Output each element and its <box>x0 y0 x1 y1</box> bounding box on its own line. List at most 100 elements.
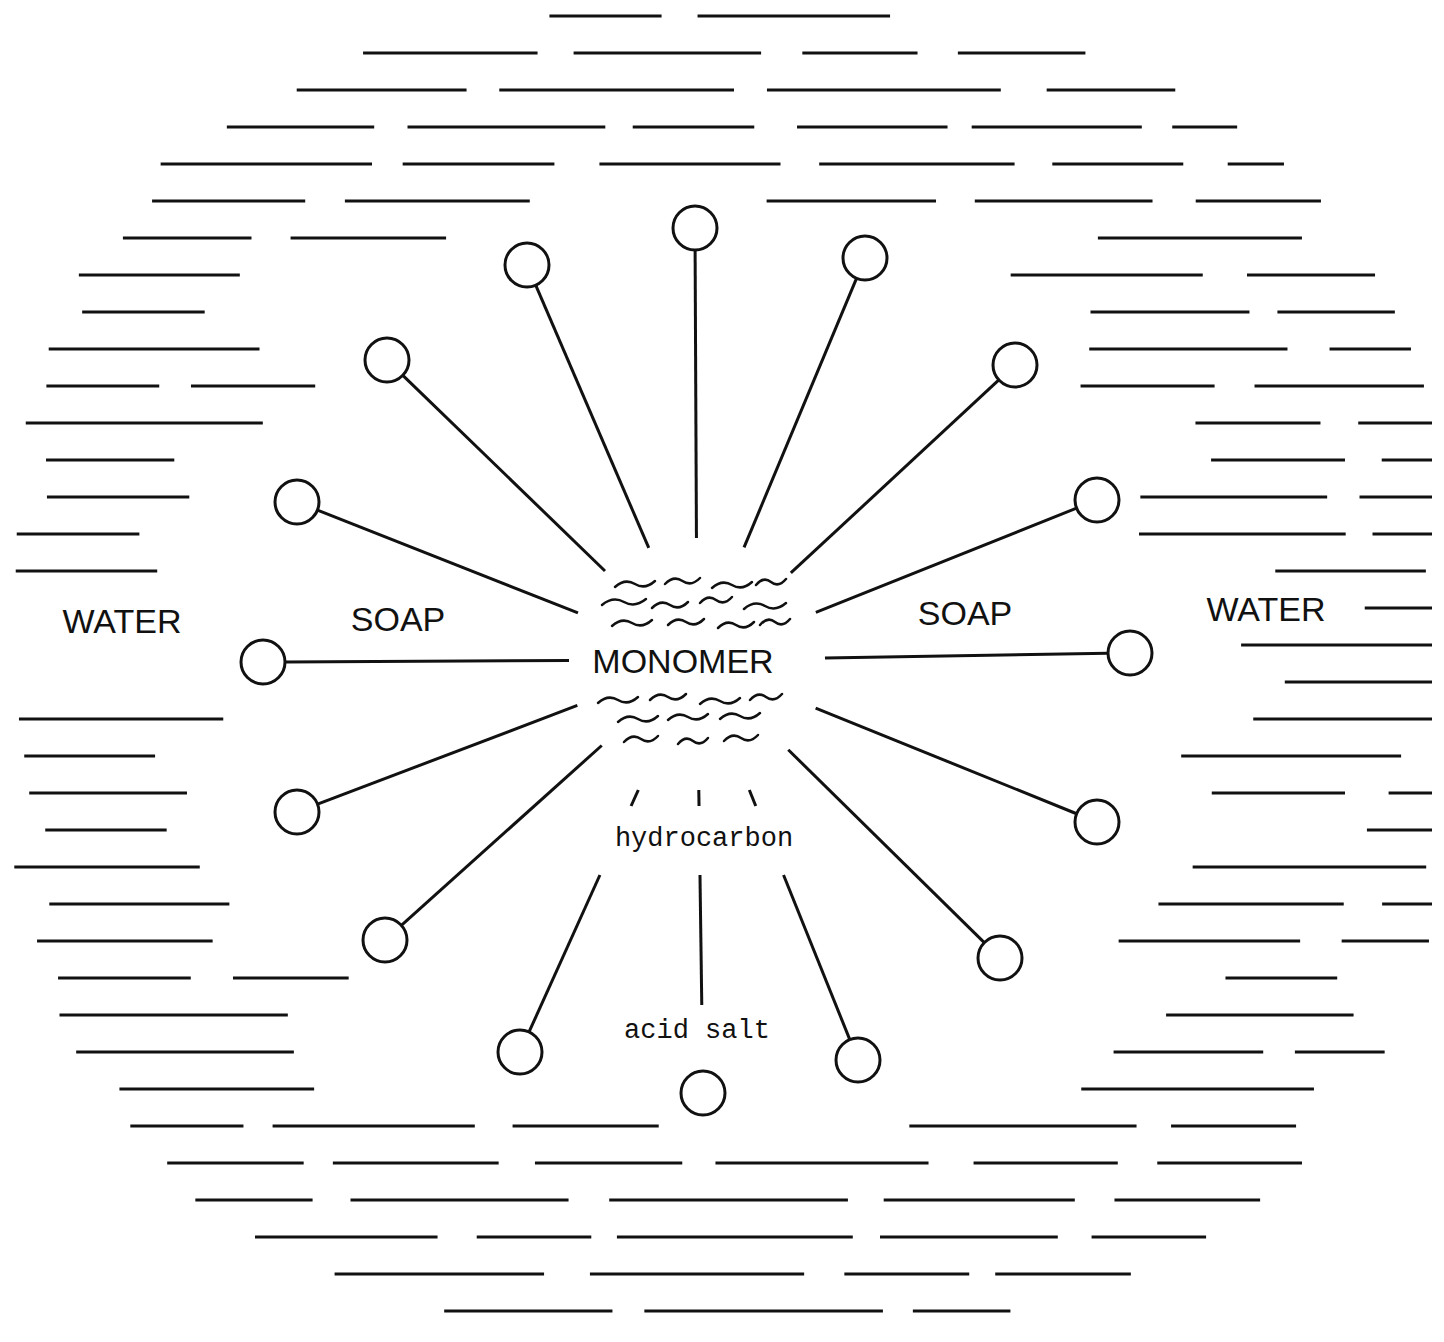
water-dash <box>345 200 530 203</box>
water-dash <box>363 52 537 55</box>
water-dash <box>1358 422 1432 425</box>
acid-salt-head <box>1108 631 1152 675</box>
monomer-mark <box>612 620 652 626</box>
water-dash <box>1373 533 1432 536</box>
water-dash <box>1081 1088 1314 1091</box>
monomer-mark <box>712 582 752 588</box>
water-dash <box>403 163 555 166</box>
water-dash <box>1255 385 1424 388</box>
acid-salt-head <box>241 640 285 684</box>
water-dash <box>1157 1162 1302 1165</box>
water-dash <box>1098 237 1302 240</box>
water-dash <box>14 866 199 869</box>
monomer-mark <box>652 602 688 608</box>
water-dash <box>1011 274 1203 277</box>
water-dash <box>1211 459 1345 462</box>
water-dash <box>273 1125 475 1128</box>
water-dash <box>19 718 223 721</box>
hydrocarbon-tail <box>788 750 984 943</box>
water-dash <box>1171 1125 1296 1128</box>
water-dash <box>408 126 606 129</box>
water-dash <box>1382 903 1432 906</box>
water-dash <box>1228 163 1284 166</box>
water-dash <box>499 89 734 92</box>
monomer-mark <box>760 619 790 625</box>
water-dash <box>16 570 157 573</box>
acid-salt-head <box>681 1071 725 1115</box>
water-dash <box>975 200 1153 203</box>
monomer-mark <box>678 738 708 744</box>
water-dash <box>1365 607 1432 610</box>
acid-salt-head <box>843 236 887 280</box>
water-dash <box>1330 348 1411 351</box>
acid-salt-head <box>498 1030 542 1074</box>
water-dash <box>351 1199 569 1202</box>
monomer-mark <box>598 697 638 703</box>
water-dash <box>119 1088 314 1091</box>
water-dash <box>1047 89 1176 92</box>
water-dash <box>819 163 1014 166</box>
acid-salt-head <box>978 936 1022 980</box>
water-dash <box>152 200 305 203</box>
acid-salt-head <box>275 790 319 834</box>
acid-salt-head <box>275 480 319 524</box>
monomer-mark <box>618 716 658 722</box>
water-dash <box>767 89 1001 92</box>
water-dash <box>1089 348 1287 351</box>
water-dash <box>574 52 761 55</box>
acid-salt-head <box>1075 800 1119 844</box>
water-dash <box>191 385 315 388</box>
water-dash <box>255 1236 438 1239</box>
water-dash <box>767 200 936 203</box>
water-dash <box>477 1236 592 1239</box>
part-label: acid salt <box>621 1016 773 1047</box>
water-dash <box>995 1273 1131 1276</box>
water-dash <box>49 903 229 906</box>
water-dash <box>1389 792 1432 795</box>
monomer-mark <box>668 619 704 625</box>
water-dash <box>1241 644 1432 647</box>
hydrocarbon-tail <box>697 790 700 806</box>
monomer-mark <box>720 713 760 719</box>
water-dash <box>1360 496 1432 499</box>
water-dash <box>167 1162 303 1165</box>
water-dash <box>49 348 260 351</box>
water-dash <box>444 1310 612 1313</box>
water-dash <box>58 977 191 980</box>
hydrocarbon-tail <box>749 790 755 806</box>
water-dash <box>291 237 447 240</box>
hydrocarbon-tail <box>403 375 605 571</box>
monomer-mark <box>718 622 754 628</box>
water-dash <box>797 126 948 129</box>
water-dash <box>335 1273 544 1276</box>
hydrocarbon-tail <box>816 708 1077 814</box>
water-dash <box>1114 1051 1264 1054</box>
water-dash <box>1196 200 1321 203</box>
water-dash <box>47 496 189 499</box>
part-label: SOAP <box>348 600 448 639</box>
monomer-mark <box>750 694 782 700</box>
water-dash <box>45 829 166 832</box>
water-dash <box>1253 718 1432 721</box>
water-dash <box>909 1125 1136 1128</box>
water-dash <box>844 1273 969 1276</box>
water-dash <box>1114 1199 1260 1202</box>
hydrocarbon-tail <box>285 661 569 662</box>
water-dash <box>1247 274 1375 277</box>
water-dash <box>1081 385 1215 388</box>
water-dash <box>1181 755 1401 758</box>
region-label: WATER <box>1204 590 1329 629</box>
water-dash <box>1212 792 1345 795</box>
water-dash <box>549 15 661 18</box>
water-dash <box>644 1310 883 1313</box>
water-dash <box>123 237 252 240</box>
water-dash <box>1172 126 1237 129</box>
monomer-mark <box>668 714 708 720</box>
hydrocarbon-tail <box>318 705 578 804</box>
water-dash <box>535 1162 682 1165</box>
water-dash <box>59 1014 287 1017</box>
part-label: SOAP <box>915 594 1015 633</box>
hydrocarbon-tail <box>744 278 856 547</box>
hydrocarbon-tail <box>401 745 601 925</box>
water-dash <box>513 1125 659 1128</box>
